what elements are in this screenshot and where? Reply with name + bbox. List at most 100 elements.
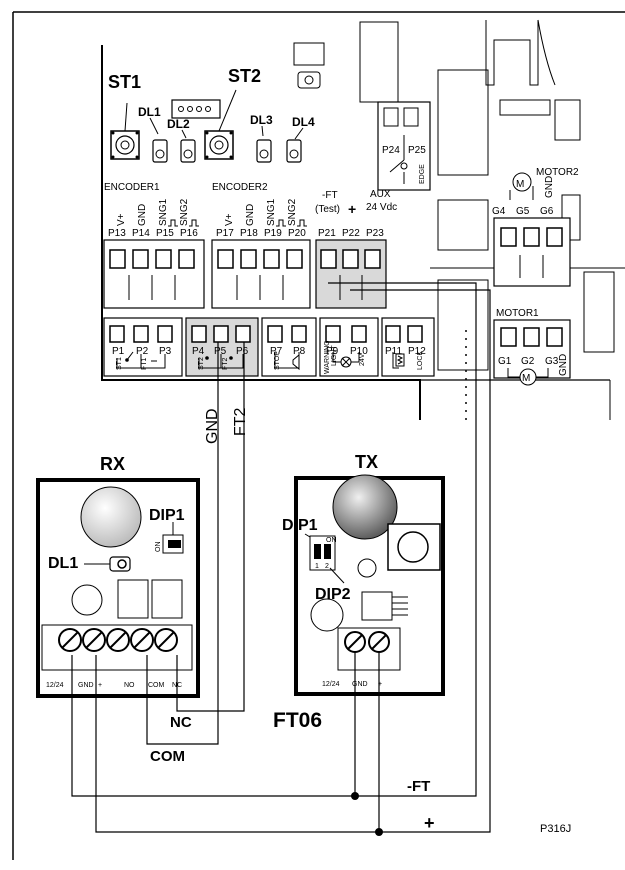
small-ft1: FT1 [141,357,148,370]
tx-dip1-label: DIP1 [282,517,318,534]
figure-code: P316J [540,823,571,835]
enc2-gnd: GND [245,204,256,226]
pin-p17: P17 [216,228,234,239]
wire-gnd [146,342,219,745]
ft-plus-label: + [348,201,356,217]
pin-p11: P11 [385,346,402,357]
small-stop: STOP [274,351,281,370]
rx-dl1-label: DL1 [48,555,78,572]
p25-label: P25 [408,145,426,156]
pin-p16: P16 [180,228,198,239]
enc1-gnd: GND [137,204,148,226]
dl4-led [286,139,302,163]
wire-ft2-label: FT2 [232,407,249,436]
p24-label: P24 [382,145,400,156]
pin-g4: G4 [492,206,506,217]
pin-p19: P19 [264,228,282,239]
wire-plus [95,289,491,833]
st1-ft1-terminal[interactable] [103,317,183,377]
pin-p21: P21 [318,228,336,239]
dl4-label: DL4 [292,115,315,129]
small-light: LIGHT [331,345,338,366]
svg-text:M: M [522,373,530,384]
dl1-led [152,139,168,163]
ft-terminal[interactable] [315,239,387,309]
pin-g5: G5 [516,206,530,217]
aux-label: AUX [370,189,391,200]
motor1-icon: M [507,368,549,386]
rx-module: ON DIP1 DL1 12/24 GND + NO COM NC [36,478,200,698]
tx-dip-num-2: 2 [325,563,329,570]
junction-ft [351,792,359,800]
pin-g3: G3 [545,356,559,367]
tx-term-gnd: GND [352,681,368,688]
pin-p8: P8 [293,346,306,357]
dl2-led [180,139,196,163]
wire-ft2 [176,342,245,712]
rx-dip1-label: DIP1 [149,507,185,524]
enc2-sng2: SNG2 [287,198,298,226]
encoder2-terminal[interactable] [211,239,311,309]
pin-p7: P7 [270,346,283,357]
warning-light-terminal[interactable] [319,317,379,377]
motor1-gnd-label: GND [558,354,569,376]
pin-p4: P4 [192,346,205,357]
tx-term-plus: + [378,681,382,688]
pin-p13: P13 [108,228,126,239]
st1-button[interactable] [110,130,140,160]
pin-p20: P20 [288,228,306,239]
tx-chip [361,591,408,621]
pin-p12: P12 [408,346,426,357]
rx-title: RX [100,454,125,474]
wire-minus-ft-label: -FT [407,778,430,795]
tx-dip2-label: DIP2 [315,586,351,603]
tx-terminal-block[interactable] [337,627,401,671]
motor1-label: MOTOR1 [496,308,539,319]
encoder2-label: ENCODER2 [212,182,268,193]
tx-title: TX [355,452,378,472]
tx-term-1224: 12/24 [322,681,340,688]
wire-gnd-label: GND [204,408,221,444]
motor1-terminal[interactable] [493,319,571,379]
rx-dip-on-label: ON [155,542,162,553]
motor2-terminal[interactable] [493,217,571,287]
model-label: FT06 [273,709,322,732]
pin-p23: P23 [366,228,384,239]
wire-plus-label: + [424,813,435,833]
encoder1-terminal[interactable] [103,239,205,309]
stop-terminal[interactable] [261,317,317,377]
rx-lens [80,486,142,548]
pin-p6: P6 [236,346,249,357]
motor2-label: MOTOR2 [536,167,579,178]
small-warning: WARNING [324,340,331,374]
edge-label: EDGE [419,164,426,184]
pin-p15: P15 [156,228,174,239]
lock-terminal[interactable] [381,317,435,377]
dl2-label: DL2 [167,117,190,131]
rx-terminal-block[interactable] [41,624,193,671]
enc1-vplus: V+ [116,213,127,226]
wire-com-label: COM [150,748,185,765]
rx-term-no: NO [124,682,135,689]
st2-ft2-terminal[interactable] [185,317,259,377]
control-board: ST1 ST2 DL1 DL2 DL3 DL4 [101,19,625,420]
wire-nc-label: NC [170,714,192,731]
rx-dip1-switch[interactable] [162,534,184,554]
rx-dl1-led [109,556,131,572]
junction-plus [375,828,383,836]
small-st1: ST1 [116,357,123,370]
dl1-label: DL1 [138,105,161,119]
edge-jumper[interactable] [377,101,431,191]
frame [12,11,625,860]
tx-dip-switch[interactable] [309,535,336,571]
rx-term-gnd: GND [78,682,94,689]
svg-text:M: M [516,179,524,190]
wires [71,282,491,833]
enc2-vplus: V+ [224,213,235,226]
enc2-sng1: SNG1 [266,198,277,226]
pin-g6: G6 [540,206,554,217]
ft-label: -FT [322,190,338,201]
st2-button[interactable] [204,130,234,160]
pin-p3: P3 [159,346,172,357]
